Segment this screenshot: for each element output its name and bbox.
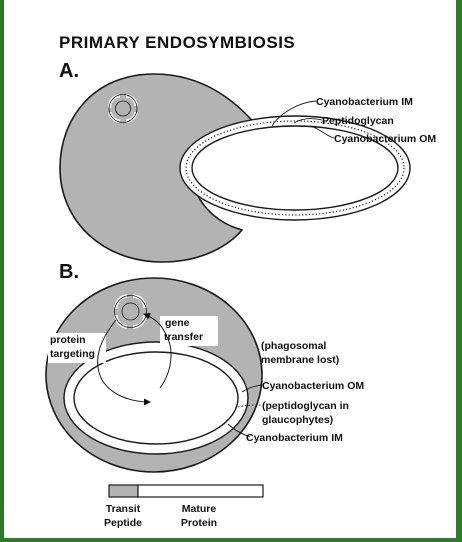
label-om-b: Cyanobacterium OM [262,380,364,392]
panel-a-label: A. [59,60,79,82]
mature-line1: Mature [182,503,217,515]
phagosomal-line1: (phagosomal [261,340,326,352]
label-im-b: Cyanobacterium IM [246,432,343,444]
phagosomal-line2: membrane lost) [261,354,339,366]
mature-line2: Protein [181,517,217,529]
gene-transfer-line1: gene [165,317,190,329]
mature-protein-segment [137,484,264,498]
nucleus-b-outline [114,295,147,328]
gene-transfer-line2: transfer [164,331,203,343]
gene-transfer-box [160,316,218,346]
label-im-a: Cyanobacterium IM [316,96,413,108]
protein-targeting-arrow [97,319,151,406]
nucleus-a-outline [108,94,138,123]
protein-targeting-line2: targeting [50,348,95,360]
label-om-a: Cyanobacterium OM [334,133,436,145]
peptidoglycan-a [185,120,405,216]
cyanobacterium-im-b [73,351,239,445]
diagram-title: PRIMARY ENDOSYMBIOSIS [59,33,295,52]
transit-peptide-segment [108,484,139,498]
leader-lines-a [271,100,335,139]
peptidoglycan-note-line2: glaucophytes) [262,414,333,426]
diagram-frame: PRIMARY ENDOSYMBIOSIS A. Cyanobacterium … [4,0,456,538]
peptidoglycan-note-line1: (peptidoglycan in [262,400,349,412]
panel-b-label: B. [59,261,79,283]
endosymbiosis-diagram: PRIMARY ENDOSYMBIOSIS A. Cyanobacterium … [45,33,436,529]
protein-targeting-line1: protein [50,334,86,346]
gene-transfer-arrow [143,312,172,389]
leader-lines-b [227,384,263,438]
transit-line1: Transit [106,503,141,515]
transit-line2: Peptide [104,517,142,529]
cyanobacterium-im-a [191,125,399,211]
label-peptidoglycan-a: Peptidoglycan [322,115,394,127]
protein-targeting-box [48,333,106,363]
